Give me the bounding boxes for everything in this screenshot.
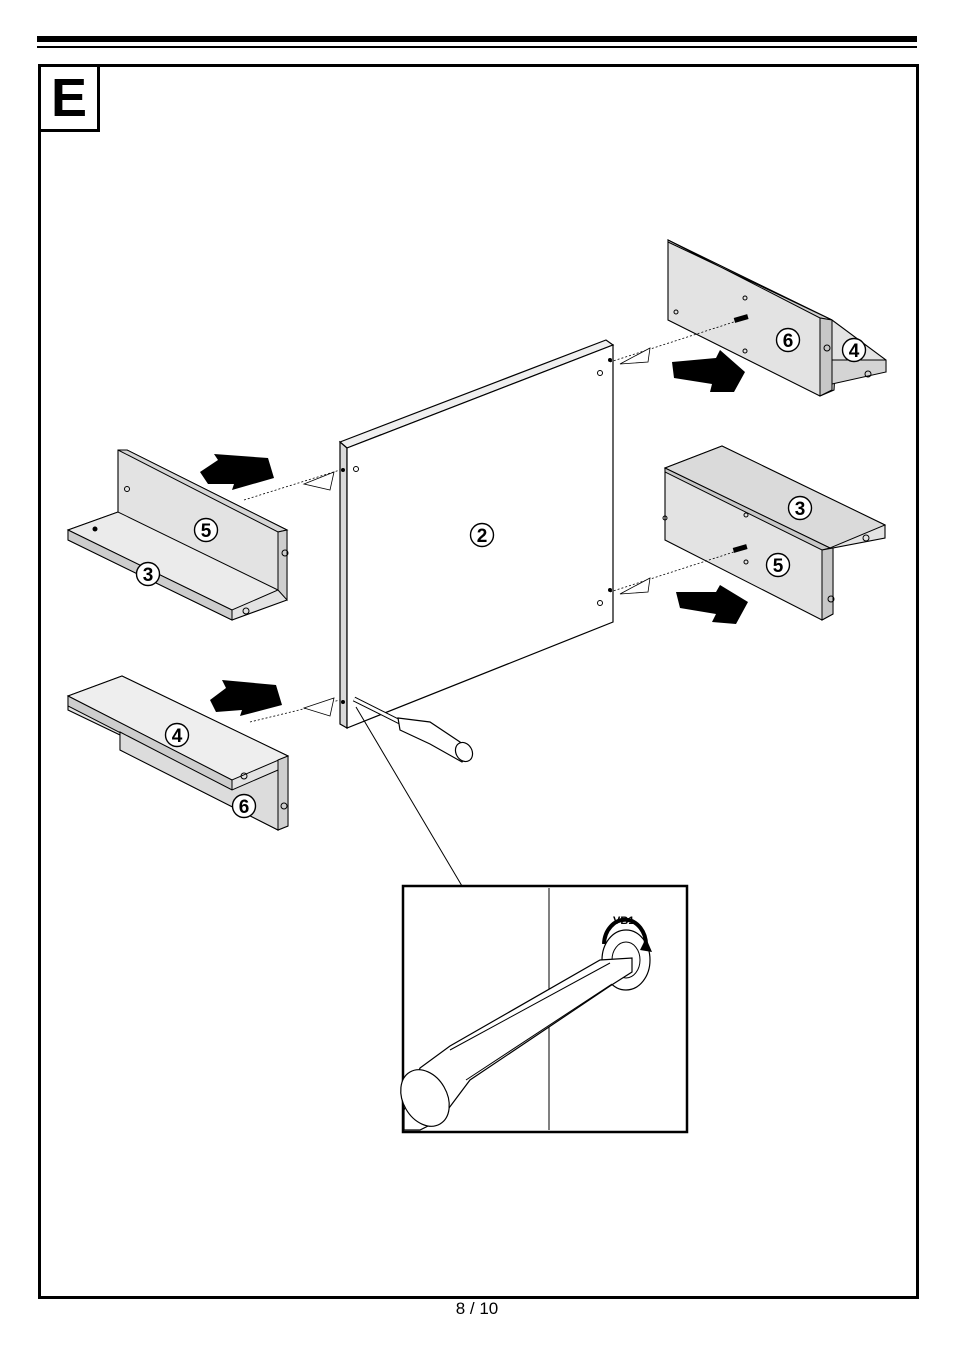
page-number: 8 / 10 — [0, 1299, 954, 1319]
part-callout-left-bottom-front: 6 — [233, 795, 256, 819]
part-number: 3 — [795, 499, 806, 520]
part-callout-left-top-front: 5 — [195, 519, 218, 543]
part-number: 5 — [773, 556, 784, 577]
part-number: 5 — [201, 521, 212, 542]
part-callout-left-bottom-shelf: 4 — [166, 724, 189, 748]
part-callout-right-top-shelf: 4 — [843, 339, 866, 363]
part-number: 4 — [172, 726, 183, 747]
screwdriver-icon — [354, 699, 476, 886]
part-number: 3 — [143, 565, 154, 586]
part-callout-right-bottom-top: 3 — [789, 497, 812, 521]
detail-inset: VB1 — [391, 886, 687, 1135]
part-number: 6 — [783, 331, 794, 352]
fitting-label: VB1 — [613, 915, 634, 927]
part-callout-right-top-front: 6 — [777, 329, 800, 353]
part-callout-panel: 2 — [471, 524, 494, 548]
part-callout-right-bottom-front: 5 — [767, 554, 790, 578]
part-callout-left-top-shelf: 3 — [137, 563, 160, 587]
part-number: 6 — [239, 797, 250, 818]
part-number: 4 — [849, 341, 860, 362]
part-number: 2 — [477, 526, 488, 547]
